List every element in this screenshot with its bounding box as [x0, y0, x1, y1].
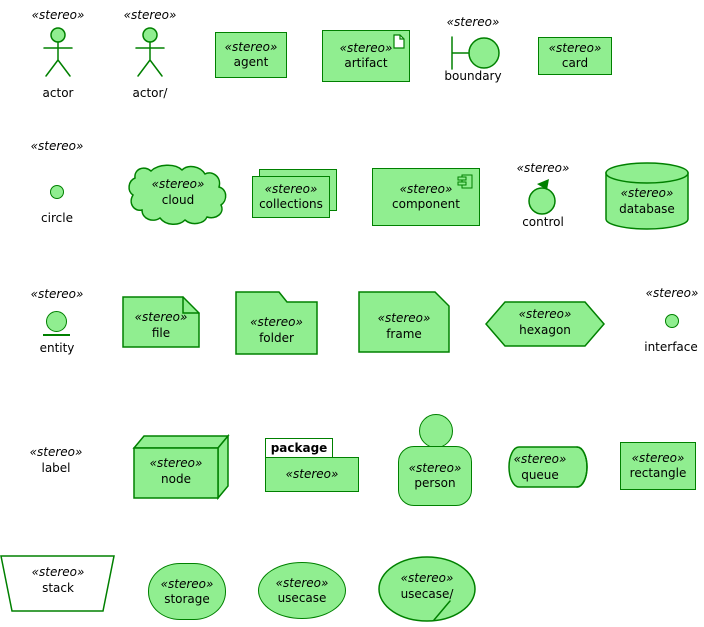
collections-front-rect: «stereo» collections: [252, 176, 330, 218]
usecase-business-label: usecase/: [400, 587, 454, 601]
component-icon: [457, 174, 473, 189]
database-stereotype: «stereo»: [620, 186, 674, 200]
entity-underline: [43, 334, 70, 336]
hexagon-stereotype: «stereo»: [518, 307, 572, 321]
interface-stereotype: «stereo»: [645, 286, 699, 300]
folder-stereotype: «stereo»: [250, 315, 303, 329]
actor-business-stereotype: «stereo»: [123, 8, 177, 22]
uml-usecase: «stereo» usecase: [258, 562, 346, 619]
hexagon-icon: [485, 301, 605, 347]
collections-label: collections: [259, 197, 323, 211]
entity-stereotype: «stereo»: [30, 287, 84, 301]
interface-label: interface: [644, 340, 698, 354]
interface-icon: [665, 314, 679, 328]
node-label: node: [161, 472, 191, 486]
folder-label: folder: [259, 331, 294, 345]
uml-rectangle: «stereo» rectangle: [620, 442, 696, 490]
collections-stereotype: «stereo»: [264, 182, 318, 196]
actor-label: actor: [42, 86, 74, 100]
actor-business-label: actor/: [132, 86, 168, 100]
storage-stereotype: «stereo»: [160, 576, 214, 591]
boundary-label: boundary: [444, 69, 502, 83]
actor-figure-icon: [43, 27, 73, 77]
control-stereotype: «stereo»: [516, 161, 570, 175]
frame-stereotype: «stereo»: [377, 311, 431, 325]
control-label: control: [522, 215, 564, 229]
card-stereotype: «stereo»: [548, 41, 602, 55]
control-icon: [528, 179, 556, 215]
database-label: database: [619, 202, 675, 216]
card-label: card: [561, 56, 589, 70]
boundary-stereotype: «stereo»: [446, 15, 500, 29]
uml-card: «stereo» card: [538, 37, 612, 75]
usecase-label: usecase: [277, 590, 327, 605]
stack-label: stack: [42, 581, 74, 595]
person-label: person: [414, 476, 456, 490]
node-stereotype: «stereo»: [149, 456, 203, 470]
cloud-stereotype: «stereo»: [151, 177, 205, 191]
usecase-business-ellipse-icon: [378, 556, 476, 622]
folder-icon: [235, 291, 318, 355]
database-cylinder-icon: [605, 162, 689, 230]
person-body: «stereo» person: [398, 446, 472, 506]
package-stereotype: «stereo»: [285, 467, 339, 481]
frame-icon: [358, 291, 450, 353]
entity-label: entity: [39, 341, 75, 355]
label-stereotype: «stereo»: [29, 445, 83, 459]
circle-stereotype: «stereo»: [30, 139, 84, 153]
frame-label: frame: [386, 327, 422, 341]
cloud-icon: [128, 164, 227, 225]
usecase-stereotype: «stereo»: [275, 575, 329, 590]
file-label: file: [151, 326, 171, 340]
file-stereotype: «stereo»: [134, 310, 188, 324]
hexagon-label: hexagon: [519, 323, 571, 337]
package-tab: package: [265, 438, 333, 458]
actor-stereotype: «stereo»: [31, 8, 85, 22]
agent-label: agent: [233, 55, 269, 69]
agent-stereotype: «stereo»: [224, 40, 278, 54]
artifact-stereotype: «stereo»: [339, 41, 393, 55]
node-3d-box-icon: [132, 433, 230, 501]
entity-icon: [46, 311, 67, 332]
package-title: package: [270, 441, 328, 455]
file-icon: [122, 296, 200, 348]
rectangle-stereotype: «stereo»: [631, 451, 685, 465]
component-label: component: [392, 197, 460, 211]
person-stereotype: «stereo»: [408, 461, 462, 475]
actor-business-figure-icon: [135, 27, 165, 77]
usecase-business-stereotype: «stereo»: [400, 571, 454, 585]
package-body: «stereo»: [265, 457, 359, 492]
uml-component: «stereo» component: [372, 168, 480, 226]
uml-storage: «stereo» storage: [148, 563, 226, 620]
queue-label: queue: [521, 468, 559, 482]
uml-agent: «stereo» agent: [215, 32, 287, 78]
queue-cylinder-icon: [508, 446, 588, 488]
stack-icon: [0, 555, 115, 612]
circle-label: circle: [41, 211, 73, 225]
circle-icon: [50, 185, 64, 199]
artifact-label: artifact: [344, 56, 388, 70]
queue-stereotype: «stereo»: [513, 452, 567, 466]
artifact-document-icon: [393, 34, 405, 49]
rectangle-label: rectangle: [629, 466, 687, 480]
label-label: label: [41, 461, 71, 475]
cloud-label: cloud: [161, 193, 195, 207]
boundary-icon: [451, 36, 500, 70]
component-stereotype: «stereo»: [399, 182, 453, 196]
stack-stereotype: «stereo»: [31, 565, 85, 579]
uml-artifact: «stereo» artifact: [322, 30, 410, 82]
person-head-icon: [419, 414, 453, 448]
storage-label: storage: [164, 591, 210, 606]
